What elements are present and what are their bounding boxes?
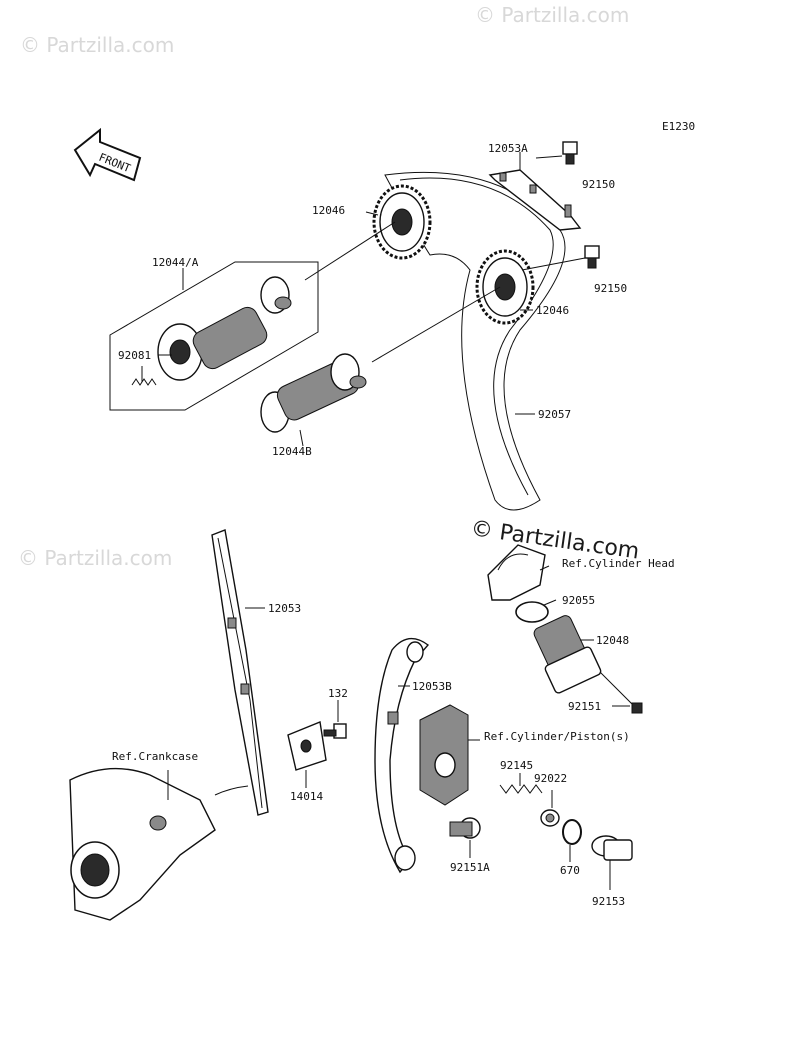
tensioner-holder <box>419 704 480 806</box>
label-12046-a: 12046 <box>312 204 345 217</box>
watermark-top-right: © Partzilla.com <box>475 3 629 27</box>
bolt-132 <box>323 723 347 739</box>
label-92055: 92055 <box>562 594 595 607</box>
label-92057: 92057 <box>538 408 571 421</box>
camshaft-12044a-box <box>109 261 319 411</box>
label-12053: 12053 <box>268 602 301 615</box>
watermark-top-left: © Partzilla.com <box>20 33 174 57</box>
watermark-mid-left: © Partzilla.com <box>18 546 172 570</box>
camshaft-12044a <box>157 276 292 381</box>
bracket-14014 <box>287 721 327 771</box>
label-92150-b: 92150 <box>594 282 627 295</box>
label-92151: 92151 <box>568 700 601 713</box>
label-ref-cylinder-piston: Ref.Cylinder/Piston(s) <box>484 730 630 743</box>
label-92022: 92022 <box>534 772 567 785</box>
label-ref-crankcase: Ref.Crankcase <box>112 750 198 763</box>
spring-92145 <box>499 784 543 794</box>
leader-lines-upper <box>141 152 586 447</box>
bolt-92151a <box>449 817 481 839</box>
plug-bolt-92153 <box>591 835 633 861</box>
chain-guide-12053a <box>488 169 582 231</box>
chain-guide-12053 <box>211 529 269 816</box>
label-132: 132 <box>328 687 348 700</box>
bolt-92150-a <box>562 141 578 165</box>
sprocket-12046-upper <box>372 184 432 260</box>
label-12053a: 12053A <box>488 142 528 155</box>
label-92145: 92145 <box>500 759 533 772</box>
label-12053b: 12053B <box>412 680 452 693</box>
chain-guide-12053b <box>374 637 430 874</box>
label-92150-a: 92150 <box>582 178 615 191</box>
label-12044a: 12044/A <box>152 256 199 269</box>
oring-670 <box>562 819 582 845</box>
label-12048: 12048 <box>596 634 629 647</box>
crankcase-ref <box>69 767 249 921</box>
leader-lines-lower <box>167 565 630 890</box>
label-670: 670 <box>560 864 580 877</box>
label-92153: 92153 <box>592 895 625 908</box>
bolt-92150-b <box>584 245 600 269</box>
label-92081: 92081 <box>118 349 151 362</box>
spring-92081 <box>131 378 157 386</box>
front-arrow-icon: FRONT <box>73 127 142 182</box>
diagram-code: E1230 <box>662 120 695 133</box>
label-12046-b: 12046 <box>536 304 569 317</box>
washer-92022 <box>540 809 560 827</box>
camshaft-12044b <box>260 353 367 433</box>
sprocket-12046-lower <box>475 249 535 325</box>
label-ref-cylinder-head: Ref.Cylinder Head <box>562 557 675 570</box>
tensioner-12048 <box>487 544 643 714</box>
label-92151a: 92151A <box>450 861 490 874</box>
label-12044b: 12044B <box>272 445 312 458</box>
label-14014: 14014 <box>290 790 323 803</box>
